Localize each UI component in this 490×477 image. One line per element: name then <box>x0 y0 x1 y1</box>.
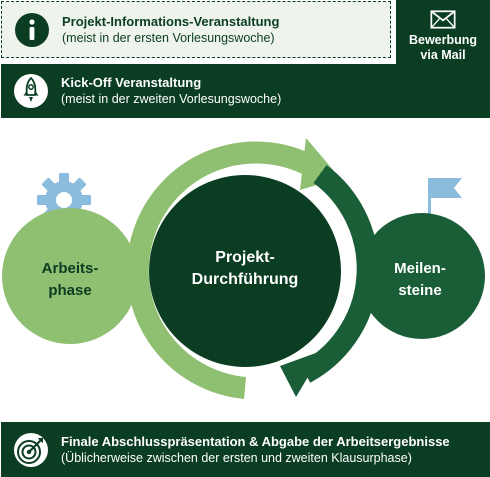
milestones-label: Meilen- steine <box>370 258 470 302</box>
work-phase-label: Arbeits- phase <box>20 258 120 302</box>
envelope-icon <box>430 10 456 29</box>
info-title: Projekt-Informations-Veranstaltung <box>62 13 280 29</box>
info-icon <box>15 12 49 47</box>
info-subtitle: (meist in der ersten Vorlesungswoche) <box>62 30 275 45</box>
rocket-icon <box>14 74 48 108</box>
target-icon-box <box>1 430 61 470</box>
work-phase-circle <box>2 208 138 344</box>
info-text: Projekt-Informations-Veranstaltung (meis… <box>62 13 279 47</box>
project-execution-label: Projekt- Durchführung <box>155 247 335 291</box>
target-icon <box>14 432 48 467</box>
info-row: Projekt-Informations-Veranstaltung (meis… <box>1 1 391 58</box>
mail-label-line2: via Mail <box>420 48 466 62</box>
final-text: Finale Abschlusspräsentation & Abgabe de… <box>61 433 450 467</box>
project-execution-label-line1: Projekt- <box>215 249 275 266</box>
final-title: Finale Abschlusspräsentation & Abgabe de… <box>61 433 450 449</box>
kickoff-row: Kick-Off Veranstaltung (meist in der zwe… <box>1 64 490 118</box>
cycle-arrowhead-dark <box>280 350 324 397</box>
project-execution-circle <box>149 175 341 367</box>
kickoff-title: Kick-Off Veranstaltung <box>61 75 202 90</box>
final-subtitle: (Üblicherweise zwischen der ersten und z… <box>61 450 412 465</box>
flag-icon <box>428 178 462 222</box>
project-cycle-diagram <box>2 138 485 399</box>
project-execution-label-line2: Durchführung <box>191 271 299 288</box>
work-phase-label-line1: Arbeits- <box>41 260 99 277</box>
info-icon-box <box>2 10 62 50</box>
mail-label: Bewerbung via Mail <box>409 33 477 63</box>
kickoff-subtitle: (meist in der zweiten Vorlesungswoche) <box>61 92 282 106</box>
mail-label-line1: Bewerbung <box>408 33 478 47</box>
cycle-arc-light <box>126 141 322 399</box>
rocket-icon-box <box>1 71 61 111</box>
kickoff-text: Kick-Off Veranstaltung (meist in der zwe… <box>61 74 281 108</box>
application-mail-button[interactable]: Bewerbung via Mail <box>396 0 490 64</box>
milestones-label-line1: Meilen- <box>394 260 446 277</box>
final-row: Finale Abschlusspräsentation & Abgabe de… <box>1 422 490 477</box>
milestones-label-line2: steine <box>398 282 442 299</box>
work-phase-label-line2: phase <box>48 282 92 299</box>
milestones-circle <box>359 213 485 339</box>
